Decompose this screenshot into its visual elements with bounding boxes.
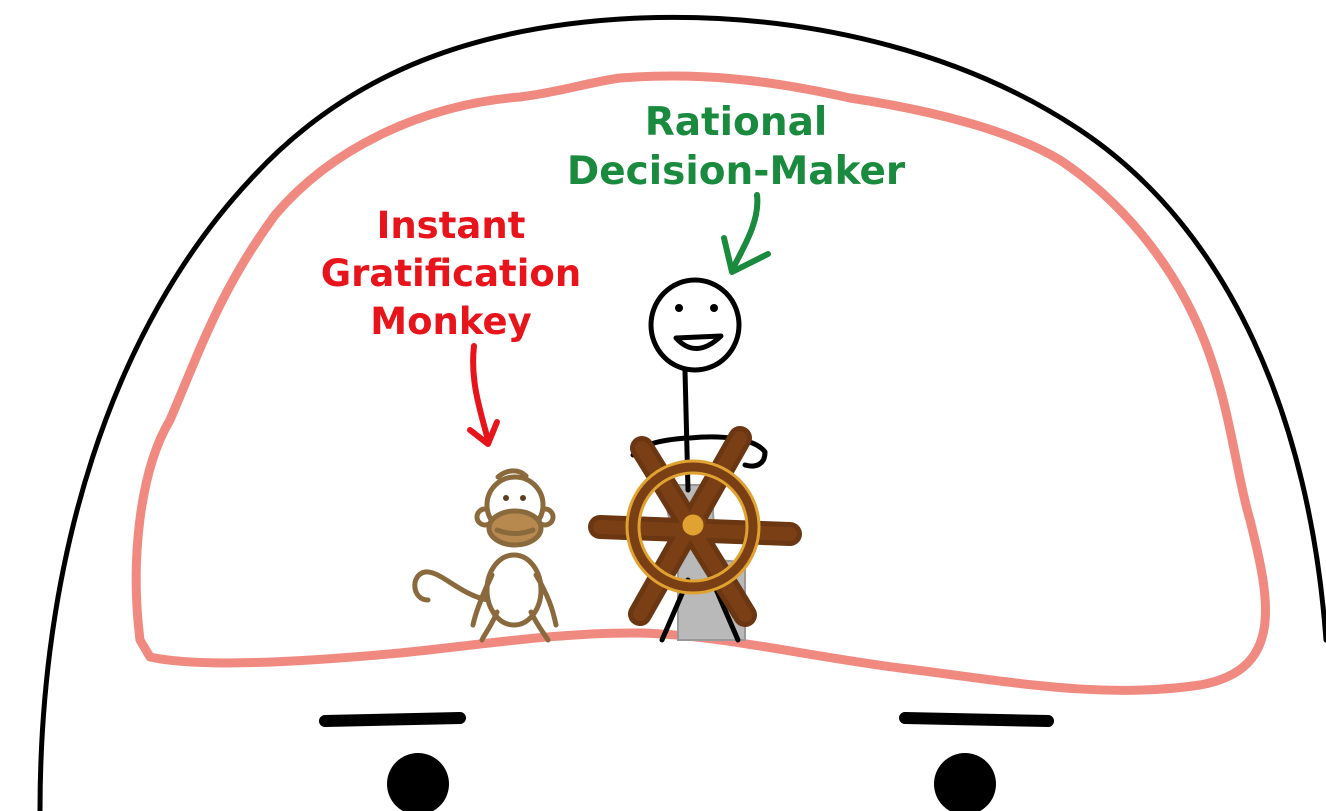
brain-region [131,71,1270,695]
monkey-label-line1: Instant [377,204,526,247]
monkey-right-eye [520,495,526,501]
monkey-icon [412,468,559,643]
figure-smile [673,333,724,351]
left-eyebrow [319,712,466,727]
monkey-left-eye [503,495,509,501]
rdm-label-line2: Decision-Maker [567,149,906,194]
left-eye [387,753,449,811]
right-eye [934,753,996,811]
monkey-arrow-icon [467,343,500,447]
monkey-label-line3: Monkey [370,300,531,343]
monkey-label-line2: Gratification [321,252,581,295]
head-outline [37,14,1326,811]
ship-wheel-icon [588,426,802,627]
figure-right-eye [710,304,718,312]
right-eyebrow [899,712,1054,727]
rdm-label-line1: Rational [645,100,828,145]
figure-left-eye [675,304,683,312]
rdm-arrow-icon [721,192,771,275]
